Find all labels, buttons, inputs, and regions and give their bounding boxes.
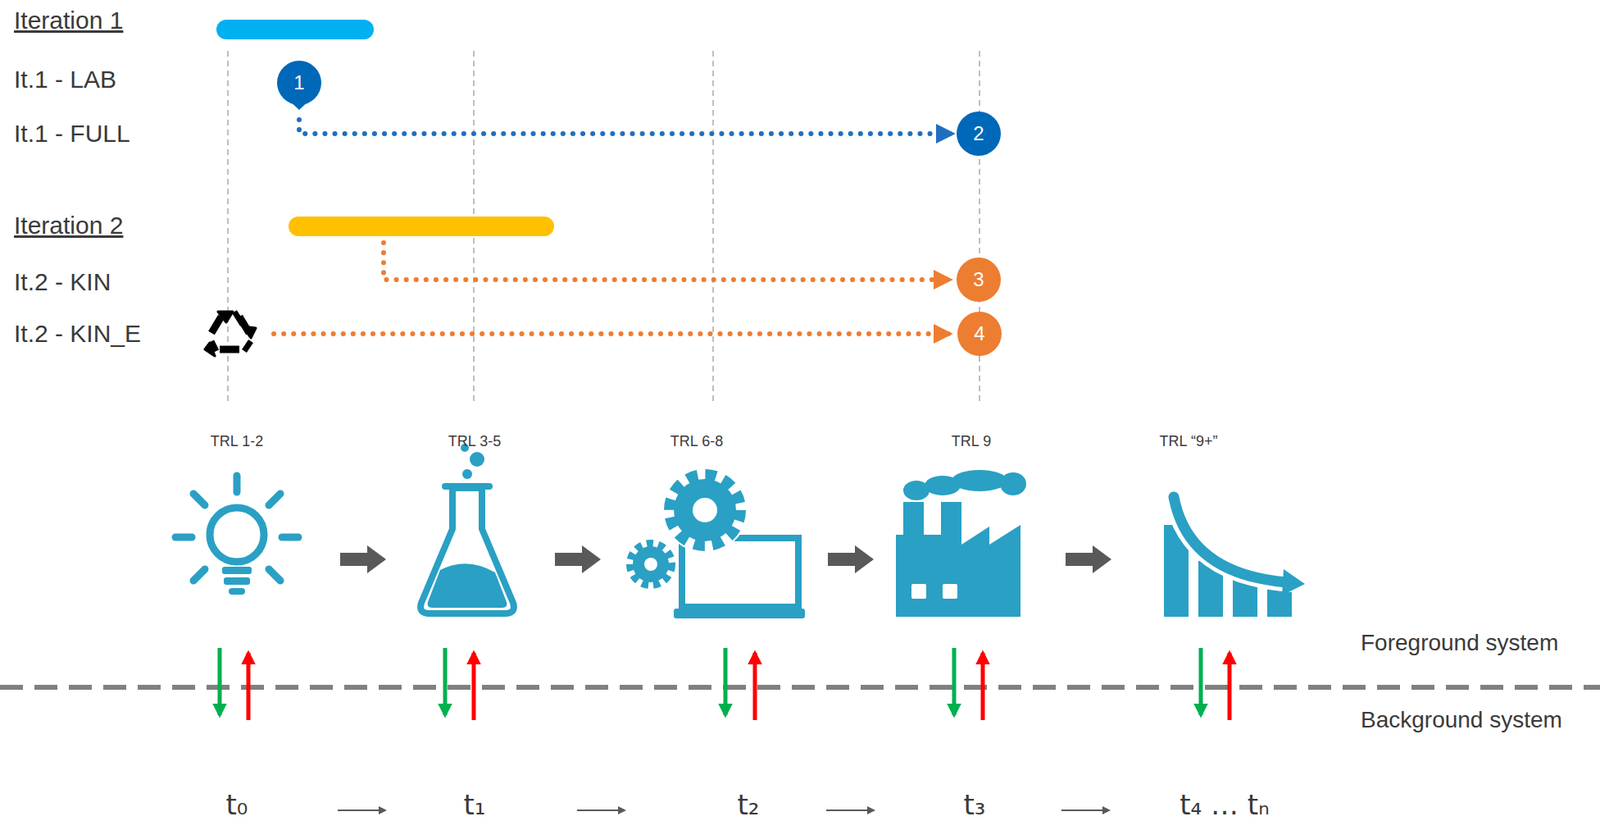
trl-label: TRL 1-2 [210, 432, 264, 450]
scenario-label: It.1 - FULL [13, 119, 131, 149]
time-label: t₃ [963, 788, 987, 821]
scenario-label: It.2 - KIN_E [13, 319, 141, 349]
callout-circle: 1 [277, 60, 322, 105]
callout-circle: 2 [956, 111, 1001, 156]
flask-icon [420, 443, 514, 614]
dotted-leader [273, 331, 950, 337]
iteration-heading: Iteration 2 [13, 211, 123, 241]
factory-icon [895, 469, 1027, 617]
iteration-bar [216, 19, 374, 40]
callout-circle: 3 [956, 257, 1001, 302]
trl-label: TRL 3-5 [448, 432, 501, 450]
callout-circle: 4 [957, 311, 1002, 356]
trl-label: TRL 6-8 [670, 432, 723, 450]
scenario-label: It.1 - LAB [13, 65, 117, 95]
callout-number: 3 [972, 268, 984, 291]
stage-arrows [340, 545, 1112, 573]
callout-number: 4 [973, 322, 985, 346]
scenario-label: It.2 - KIN [13, 268, 111, 297]
lightbulb-icon [175, 475, 299, 595]
recycle-icon [204, 311, 256, 356]
system-label: Foreground system [1360, 629, 1559, 656]
gear-laptop-icon [624, 467, 805, 619]
time-label: t₄ … tₙ [1179, 788, 1269, 821]
callout-number: 2 [972, 122, 984, 146]
dotted-connector [299, 119, 952, 134]
time-label: t₀ [226, 788, 249, 821]
iteration-bar [288, 216, 555, 237]
time-arrows [337, 809, 1110, 811]
decline-chart-icon [1163, 496, 1305, 617]
time-label: t₁ [463, 788, 487, 821]
callout-number: 1 [293, 71, 305, 95]
system-label: Background system [1360, 706, 1563, 733]
dotted-leader [383, 242, 950, 280]
trl-label: TRL “9+” [1159, 432, 1219, 450]
guide-lines [227, 50, 980, 404]
iteration-heading: Iteration 1 [13, 6, 123, 36]
system-boundary [0, 684, 1600, 690]
exchange-arrows [219, 647, 1230, 720]
time-label: t₂ [737, 788, 760, 821]
trl-label: TRL 9 [951, 432, 991, 450]
